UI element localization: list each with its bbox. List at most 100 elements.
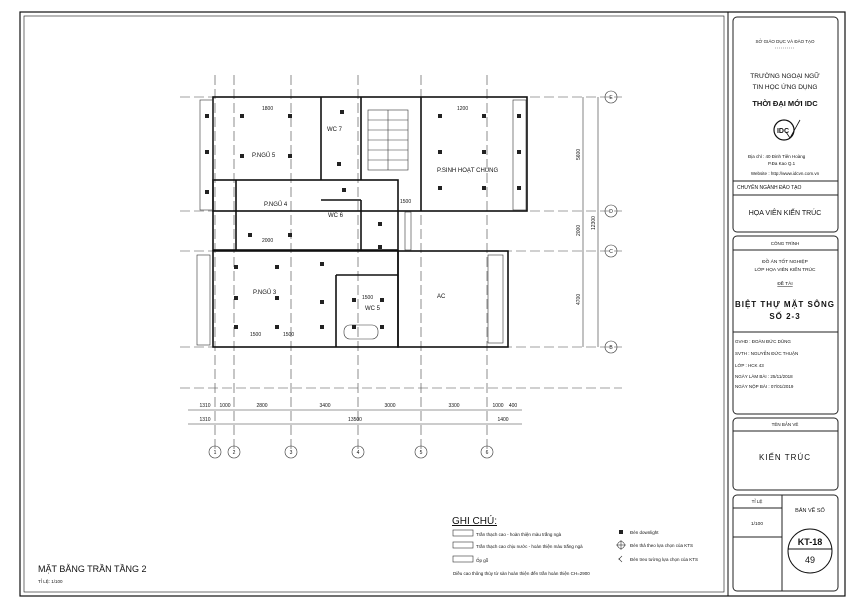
room-label: P.NGỦ 4 [264, 201, 288, 208]
label-text: B [609, 345, 613, 351]
idc-logo: IDC [773, 119, 801, 141]
label-text: 3000 [384, 403, 395, 409]
label-text: Ốp gỗ [476, 557, 489, 563]
label-text: 1/100 [751, 521, 763, 527]
label-text: 2000 [262, 238, 273, 244]
label-text: CHUYÊN NGÀNH ĐÀO TẠO [737, 183, 801, 191]
label-text: 3 [290, 450, 293, 456]
grid-bubble-5: 5 [414, 445, 428, 459]
room-label: P.NGỦ 5 [252, 152, 276, 159]
label-text: Đèn thả theo lựa chọn của KTS [630, 542, 693, 548]
grid-bubble-E: E [604, 90, 618, 104]
label-text: Địa chỉ : 40 Đinh Tiên Hoàng [748, 153, 806, 159]
label-text: THỜI ĐẠI MỚI IDC [752, 99, 818, 108]
grid-bubbles: 1 2 3 4 5 6 E D C B [208, 90, 618, 459]
drawing-frame [23, 15, 725, 593]
grid-bubble-1: 1 [208, 445, 222, 459]
grid-axes [180, 75, 622, 450]
grid-bubble-B: B [604, 340, 618, 354]
label-text: 1500 [250, 332, 261, 338]
label-text: TÊN BẢN VẼ [772, 420, 799, 427]
sheet-border [19, 11, 846, 597]
sheet-scale: TỈ LỆ: 1/100 [38, 577, 63, 584]
label-text: Trần thạch cao - hoàn thiện màu trắng ng… [476, 531, 562, 537]
legend: GHI CHÚ: Trần thạch cao - hoàn thiện màu… [452, 514, 698, 576]
label-text: 1000 [492, 403, 503, 409]
label-text: C [609, 249, 613, 255]
label-text: 2000 [576, 225, 582, 236]
label-text: 12300 [591, 216, 597, 230]
label-text: NGÀY NỘP BÀI : 07/01/2019 [735, 383, 794, 389]
grid-bubble-3: 3 [284, 445, 298, 459]
floor-plan-walls [196, 96, 528, 348]
grid-bubble-6: 6 [480, 445, 494, 459]
room-label: WC 6 [328, 213, 344, 219]
label-text: 1500 [400, 199, 411, 205]
label-text: ĐỒ ÁN TỐT NGHIỆP [762, 257, 808, 265]
label-text: KT-18 [798, 537, 823, 547]
label-text: 1200 [457, 106, 468, 112]
label-text: SỐ 2-3 [769, 311, 800, 321]
sheet-title: MẶT BẰNG TRẦN TẦNG 2 [38, 564, 147, 574]
label-text: Đèn downlight [630, 530, 659, 535]
label-text: GVHD : ĐOÀN ĐỨC DŨNG [735, 338, 791, 344]
label-text: 13500 [348, 417, 362, 423]
grid-bubble-4: 4 [351, 445, 365, 459]
label-text: Đèn treo tường lựa chọn của KTS [630, 556, 698, 562]
downlights [205, 110, 521, 329]
right-dimensions: 5600 2000 4700 12300 [576, 97, 599, 347]
label-text: Website : http://www.idcvn.com.vn [751, 171, 820, 176]
label-text: 3400 [319, 403, 330, 409]
label-text: 49 [805, 555, 815, 565]
label-text: 1400 [497, 417, 508, 423]
label-text: Trần thạch cao chịu nước - hoàn thiện mà… [476, 543, 583, 549]
label-text: IDC [777, 128, 789, 135]
room-labels: P.NGỦ 5 WC 7 P.SINH HOẠT CHUNG P.NGỦ 4 W… [252, 127, 498, 312]
label-text: BIỆT THỰ MẶT SÔNG [735, 300, 835, 309]
label-text: 1310 [199, 403, 210, 409]
grid-bubble-D: D [604, 204, 618, 218]
label-text: 2800 [256, 403, 267, 409]
label-text: 5600 [576, 149, 582, 160]
label-text: CÔNG TRÌNH [771, 240, 799, 246]
label-text: BẢN VẼ SỐ [795, 507, 825, 514]
downlight-icon [619, 530, 623, 534]
label-text: 1800 [262, 106, 273, 112]
label-text: 3300 [448, 403, 459, 409]
label-text: LỚP HỌA VIÊN KIẾN TRÚC [755, 265, 817, 273]
label-text: E [609, 95, 613, 101]
label-text: NGÀY LÀM BÀI : 25/11/2018 [735, 373, 793, 379]
label-text: 5 [420, 450, 423, 456]
wall-light-icon [618, 555, 623, 563]
label-text: 4 [357, 450, 360, 456]
label-text: TRƯỜNG NGOẠI NGỮ [750, 71, 820, 80]
label-text: Diều cao thông thủy từ sàn hoàn thiện đế… [453, 570, 590, 576]
label-text: SỞ GIÁO DỤC VÀ ĐÀO TẠO [755, 38, 815, 44]
title-block: SỞ GIÁO DỤC VÀ ĐÀO TẠO TRƯỜNG NGOẠI NGỮ … [732, 16, 839, 592]
room-label: P.SINH HOẠT CHUNG [437, 168, 498, 174]
label-text: ĐỀ TÀI [777, 280, 792, 287]
room-label: P.NGỦ 3 [253, 289, 277, 296]
label-text: HỌA VIÊN KIẾN TRÚC [749, 207, 822, 217]
pendant-light-icon [616, 540, 626, 550]
room-label: AC [437, 294, 446, 300]
label-text: 400 [509, 403, 518, 409]
label-text: SVTH : NGUYỄN ĐỨC THUẬN [735, 350, 798, 356]
label-text: 1310 [199, 417, 210, 423]
label-text: TỈ LỆ [752, 497, 763, 504]
legend-title: GHI CHÚ: [452, 514, 497, 527]
label-text: TIN HỌC ỨNG DỤNG [753, 82, 818, 91]
grid-bubble-2: 2 [227, 445, 241, 459]
label-text: 1500 [362, 295, 373, 301]
inner-dimensions: 1800 1200 2000 1500 1500 1500 1500 [250, 106, 468, 338]
room-label: WC 5 [365, 306, 381, 312]
label-text: 1500 [283, 332, 294, 338]
label-text: 1 [214, 450, 217, 456]
room-label: WC 7 [327, 127, 343, 133]
bottom-dimensions: 1310 1000 2800 3400 3000 3300 1000 400 1… [188, 403, 522, 425]
label-text: P.Đa Kao Q.1 [768, 161, 796, 166]
grid-bubble-C: C [604, 244, 618, 258]
label-text: D [609, 209, 613, 215]
label-text: KIẾN TRÚC [759, 452, 811, 462]
